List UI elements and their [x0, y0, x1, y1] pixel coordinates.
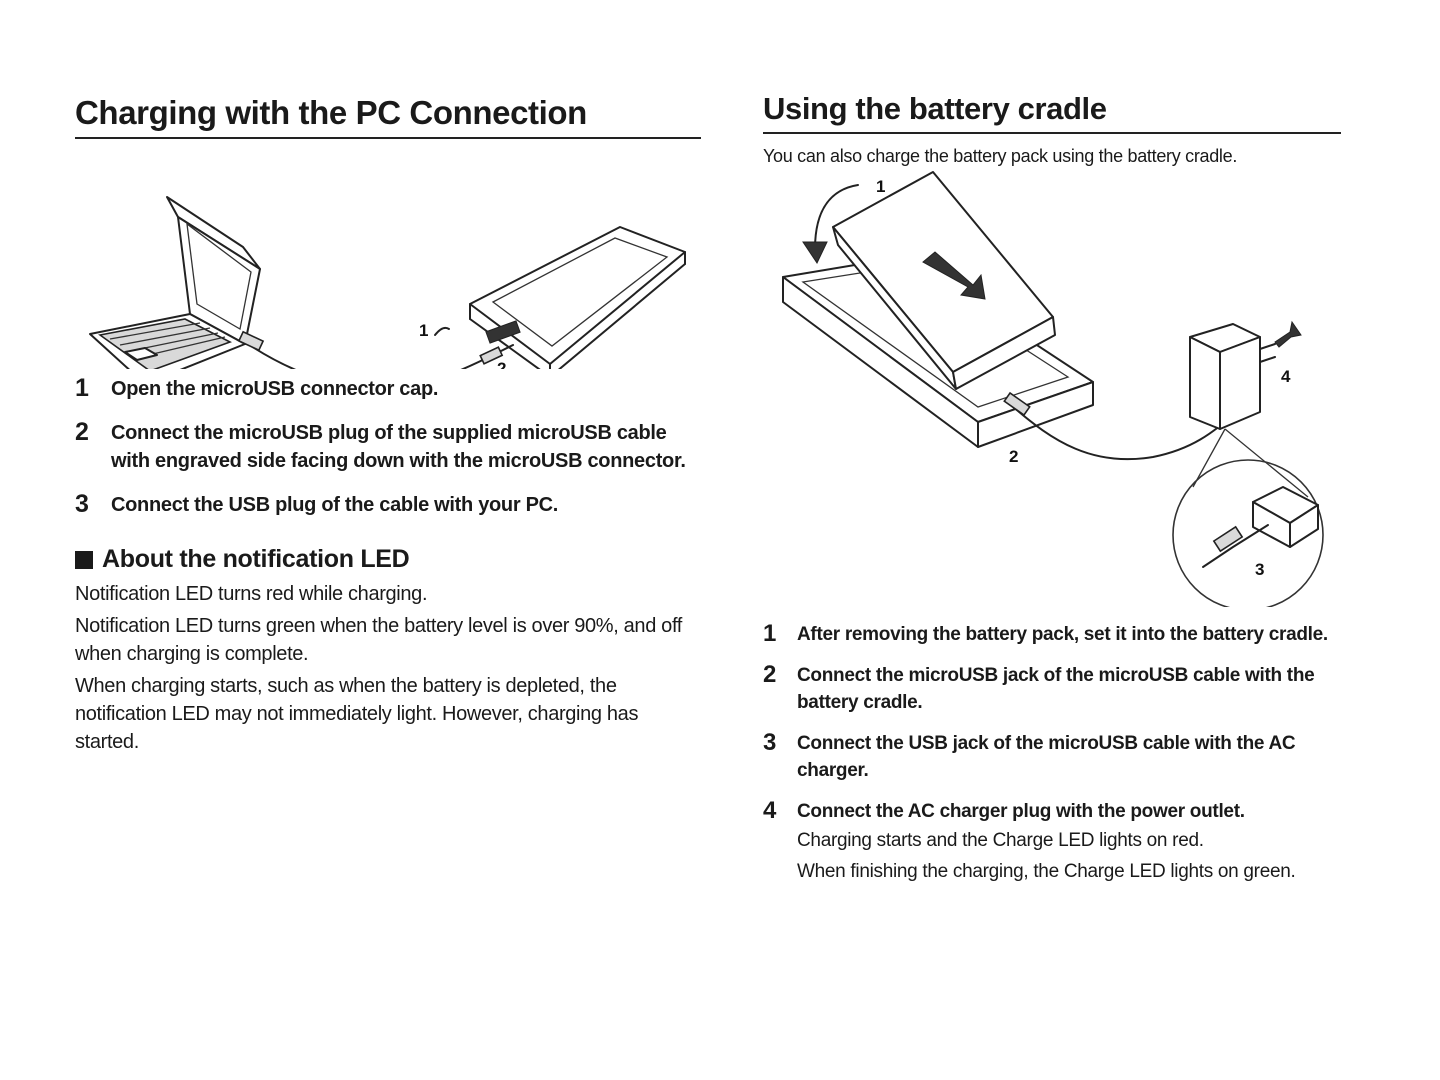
arrow-icon	[434, 327, 450, 337]
callout-2: 2	[497, 359, 506, 369]
callout-4: 4	[1281, 367, 1291, 386]
unplug-arrow-icon	[1274, 320, 1302, 348]
step-number: 2	[75, 418, 89, 447]
section-title-pc-connection: Charging with the PC Connection	[75, 94, 701, 140]
cradle-steps-list: 1 After removing the battery pack, set i…	[763, 621, 1341, 889]
detail-zoom-circle	[1172, 459, 1324, 608]
step-note: Charging starts and the Charge LED light…	[797, 830, 1204, 852]
step-number: 1	[763, 620, 777, 648]
step-number: 2	[763, 661, 777, 689]
notification-paragraph: When charging starts, such as when the b…	[75, 675, 639, 754]
section-title-battery-cradle: Using the battery cradle	[763, 91, 1341, 135]
step-text: Connect the USB jack of the microUSB cab…	[797, 733, 1296, 782]
laptop-illustration	[89, 196, 261, 370]
step-notes: Charging starts and the Charge LED light…	[797, 827, 1296, 885]
step-number: 3	[75, 490, 89, 519]
step-number: 3	[763, 729, 777, 757]
step-text: Connect the microUSB plug of the supplie…	[111, 422, 686, 473]
step-text: Connect the USB plug of the cable with y…	[111, 494, 559, 517]
pc-step-2: 2 Connect the microUSB plug of the suppl…	[75, 419, 701, 475]
cradle-step-4: 4 Connect the AC charger plug with the p…	[763, 798, 1341, 889]
pc-steps-list: 1 Open the microUSB connector cap. 2 Con…	[75, 375, 701, 519]
square-icon	[75, 550, 93, 569]
notification-paragraph: Notification LED turns red while chargin…	[75, 583, 428, 606]
step-note: When finishing the charging, the Charge …	[797, 861, 1296, 883]
notification-heading-text: About the notification LED	[102, 545, 410, 574]
callout-1: 1	[419, 321, 428, 340]
step-text: Connect the AC charger plug with the pow…	[797, 801, 1245, 823]
cradle-step-2: 2 Connect the microUSB jack of the micro…	[763, 662, 1341, 716]
pc-connection-illustration: 1 2 3	[89, 196, 686, 370]
step-text: Open the microUSB connector cap.	[111, 378, 439, 401]
notification-led-body: Notification LED turns red while chargin…	[75, 580, 701, 756]
cradle-step-3: 3 Connect the USB jack of the microUSB c…	[763, 730, 1341, 784]
left-column: Charging with the PC Connection	[75, 94, 701, 760]
notification-paragraph: Notification LED turns green when the ba…	[75, 615, 683, 666]
callout-3: 3	[1255, 560, 1264, 579]
ac-charger-illustration	[1189, 323, 1276, 431]
step-number: 4	[763, 797, 777, 825]
right-column: Using the battery cradle You can also ch…	[763, 91, 1341, 903]
pc-step-1: 1 Open the microUSB connector cap.	[75, 375, 701, 403]
callout-1: 1	[876, 177, 885, 196]
cradle-intro-text: You can also charge the battery pack usi…	[763, 146, 1238, 167]
callout-2: 2	[1009, 447, 1018, 466]
step-text: After removing the battery pack, set it …	[797, 624, 1328, 646]
step-text: Connect the microUSB jack of the microUS…	[797, 665, 1315, 714]
cradle-step-1: 1 After removing the battery pack, set i…	[763, 621, 1341, 648]
insert-arrow-icon	[922, 251, 986, 300]
pc-step-3: 3 Connect the USB plug of the cable with…	[75, 491, 701, 519]
device-illustration	[469, 226, 686, 370]
notification-led-heading: About the notification LED	[75, 545, 701, 574]
rotate-arrow-icon	[814, 184, 859, 251]
step-number: 1	[75, 374, 89, 403]
battery-cradle-illustration: 1 2 3 4	[782, 171, 1324, 608]
